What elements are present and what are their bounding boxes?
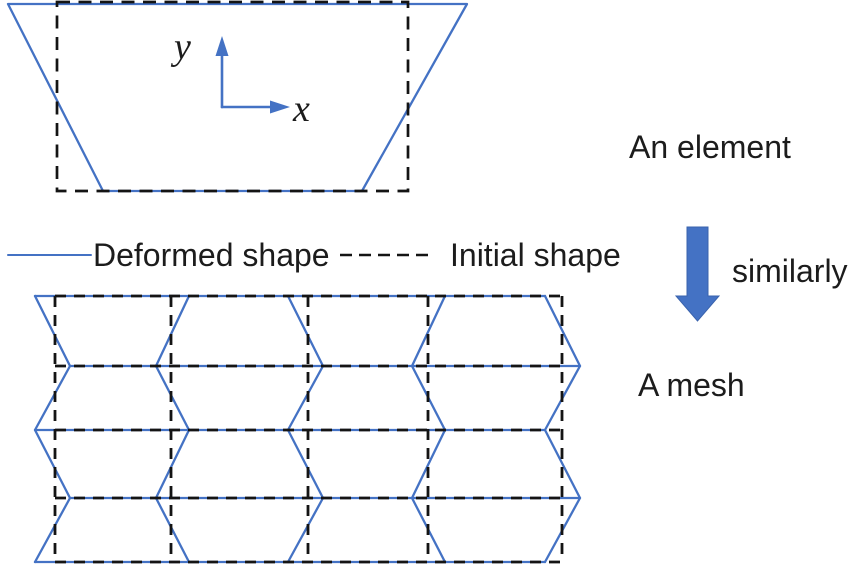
legend-initial-label: Initial shape: [450, 237, 621, 273]
y-axis-arrowhead-icon: [215, 36, 229, 56]
mesh-blue-zigzag: [33, 294, 72, 564]
x-axis-label: x: [292, 88, 310, 130]
deformed-element-outline: [6, 2, 469, 193]
legend: Deformed shape Initial shape: [7, 237, 621, 273]
initial-element-outline: [55, 0, 410, 193]
legend-deformed-label: Deformed shape: [93, 237, 330, 273]
similarly-label: similarly: [732, 253, 848, 289]
element-diagram: y x: [6, 0, 469, 193]
mesh-initial-grid: [53, 294, 564, 564]
similarly-transition: similarly: [674, 226, 848, 322]
mesh-diagram: [33, 294, 582, 564]
down-arrow-icon: [674, 226, 721, 322]
element-caption: An element: [629, 129, 791, 165]
mesh-blue-zigzag: [543, 294, 582, 564]
coordinate-axes: y x: [170, 26, 310, 130]
x-axis-arrowhead-icon: [270, 100, 290, 114]
y-axis-label: y: [170, 26, 191, 68]
mesh-caption: A mesh: [638, 367, 745, 403]
